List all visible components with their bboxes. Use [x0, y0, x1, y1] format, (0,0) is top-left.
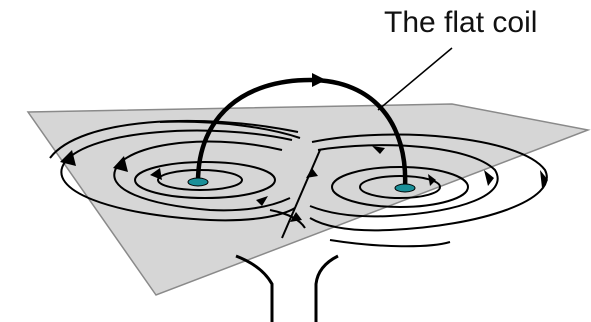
plane [28, 104, 588, 295]
left-pole [188, 178, 208, 186]
right-pole [395, 184, 415, 192]
coil-direction-arrow [312, 73, 326, 87]
label-leader-line [378, 48, 452, 110]
coil-label: The flat coil [384, 6, 537, 40]
stand [236, 256, 338, 322]
